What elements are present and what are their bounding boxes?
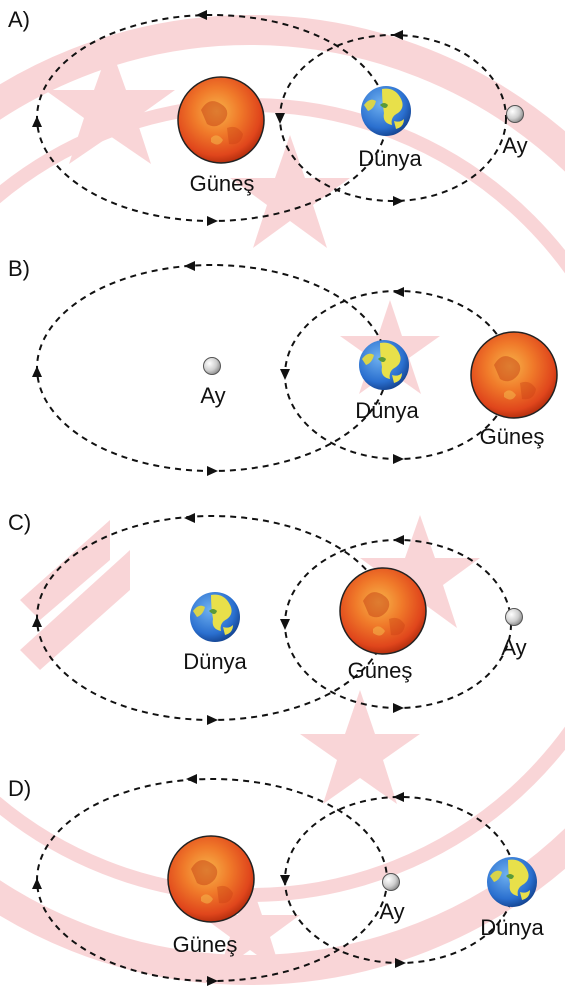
earth-icon [359, 340, 409, 390]
moon-label: Ay [501, 635, 526, 660]
earth-label: Dünya [355, 398, 419, 423]
moon-icon [506, 105, 524, 123]
earth-label: Dünya [183, 649, 247, 674]
option-b: B) Güneş Dünya Ay [8, 256, 558, 476]
orbit-arrow-icon [184, 261, 195, 271]
orbit-arrow-icon [393, 196, 404, 206]
orbit-arrow-icon [393, 454, 404, 464]
option-d: D) Güneş Dünya Ay [8, 774, 545, 986]
sun-label: Güneş [190, 171, 255, 196]
sun-icon [339, 567, 427, 655]
orbit-arrow-icon [280, 875, 290, 886]
orbit-arrow-icon [32, 366, 42, 377]
orbit-arrow-icon [207, 466, 218, 476]
orbit-arrow-icon [280, 369, 290, 380]
sun-icon [167, 835, 255, 923]
option-c: C) Güneş Dünya Ay [8, 510, 527, 725]
orbit-arrow-icon [184, 513, 195, 523]
earth-icon [190, 592, 240, 642]
moon-label: Ay [200, 383, 225, 408]
orbit-arrow-icon [32, 116, 42, 127]
orbit-arrow-icon [393, 287, 404, 297]
orbit-arrow-icon [207, 715, 218, 725]
option-letter: D) [8, 776, 31, 801]
option-letter: A) [8, 7, 30, 32]
orbit-arrow-icon [280, 619, 290, 630]
option-letter: B) [8, 256, 30, 281]
moon-label: Ay [502, 133, 527, 158]
sun-icon [177, 76, 265, 164]
orbit-arrow-icon [393, 535, 404, 545]
earth-label: Dünya [480, 915, 544, 940]
earth-label: Dünya [358, 146, 422, 171]
orbit-arrow-icon [275, 113, 285, 124]
orbit-arrow-icon [393, 703, 404, 713]
sun-icon [470, 331, 558, 419]
moon-icon [382, 873, 400, 891]
option-a: A) Güneş Dünya Ay [8, 7, 528, 226]
orbit-arrow-icon [207, 216, 218, 226]
orbit-arrow-icon [393, 792, 404, 802]
sun-label: Güneş [348, 658, 413, 683]
moon-icon [505, 608, 523, 626]
earth-icon [361, 86, 411, 136]
earth-icon [487, 857, 537, 907]
moon-label: Ay [379, 899, 404, 924]
orbit-arrow-icon [196, 10, 207, 20]
orbit-arrow-icon [392, 30, 403, 40]
sun-label: Güneş [173, 932, 238, 957]
orbit-arrow-icon [32, 878, 42, 889]
orbit-arrow-icon [186, 774, 197, 784]
orbit-arrow-icon [395, 958, 406, 968]
orbit-arrow-icon [32, 616, 42, 627]
moon-icon [203, 357, 221, 375]
option-letter: C) [8, 510, 31, 535]
orbit-arrow-icon [207, 976, 218, 986]
sun-label: Güneş [480, 424, 545, 449]
